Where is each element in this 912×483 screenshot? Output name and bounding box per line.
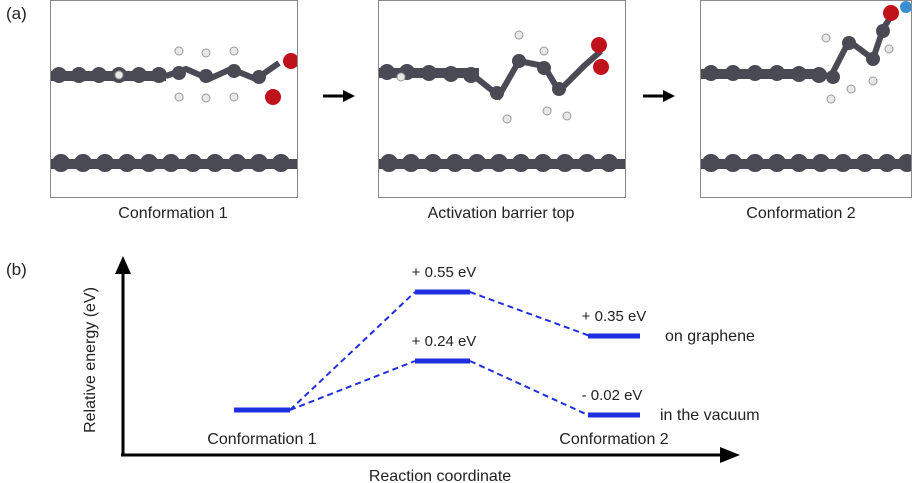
alkyl-chain — [820, 1, 911, 104]
molecule-conformation-1 — [51, 46, 297, 172]
connector-graphene-1 — [289, 291, 416, 411]
energy-label-ts-vacuum: + 0.24 eV — [412, 333, 477, 350]
x-axis-label: Reaction coordinate — [369, 468, 511, 483]
series-label-vacuum: in the vacuum — [660, 407, 760, 424]
state-label-conformation-2: Conformation 2 — [559, 431, 668, 448]
structure-image-conformation-2 — [700, 0, 912, 198]
connector-vacuum-1 — [289, 360, 416, 411]
structure-image-conformation-1 — [50, 0, 298, 198]
energy-label-ts-graphene: + 0.55 eV — [412, 264, 477, 281]
molecule-conformation-2 — [701, 1, 911, 172]
connector-vacuum-2 — [469, 360, 589, 416]
panel-label-a: (a) — [6, 4, 27, 23]
graphene-sheet-top — [379, 64, 479, 83]
y-axis-label: Relative energy (eV) — [82, 287, 99, 433]
alkyl-chain — [114, 46, 297, 105]
x-axis-arrow-icon — [720, 447, 740, 463]
alkyl-chain — [396, 30, 609, 124]
y-axis-arrow-icon — [115, 256, 131, 274]
energy-label-conf2-vacuum: - 0.02 eV — [582, 387, 643, 404]
molecule-activation-barrier-top — [379, 30, 625, 172]
energy-diagram: Relative energy (eV) Reaction coordinate… — [82, 256, 760, 483]
arrow-right-icon — [323, 90, 355, 102]
panel-label-b: (b) — [6, 260, 27, 279]
caption-activation-barrier-top: Activation barrier top — [427, 205, 575, 222]
state-label-conformation-1: Conformation 1 — [207, 431, 316, 448]
graphene-sheet-top — [701, 65, 827, 83]
energy-label-conf2-graphene: + 0.35 eV — [582, 308, 647, 325]
caption-conformation-1: Conformation 1 — [118, 205, 228, 222]
arrow-right-icon — [643, 90, 675, 102]
graphene-sheet-top — [51, 67, 167, 83]
series-label-graphene: on graphene — [665, 328, 755, 345]
graphene-sheet-bottom — [379, 154, 625, 172]
structure-image-activation-barrier-top — [378, 0, 626, 198]
connector-graphene-2 — [469, 291, 591, 337]
graphene-sheet-bottom — [701, 154, 911, 172]
caption-conformation-2: Conformation 2 — [746, 205, 856, 222]
graphene-sheet-bottom — [51, 154, 297, 172]
